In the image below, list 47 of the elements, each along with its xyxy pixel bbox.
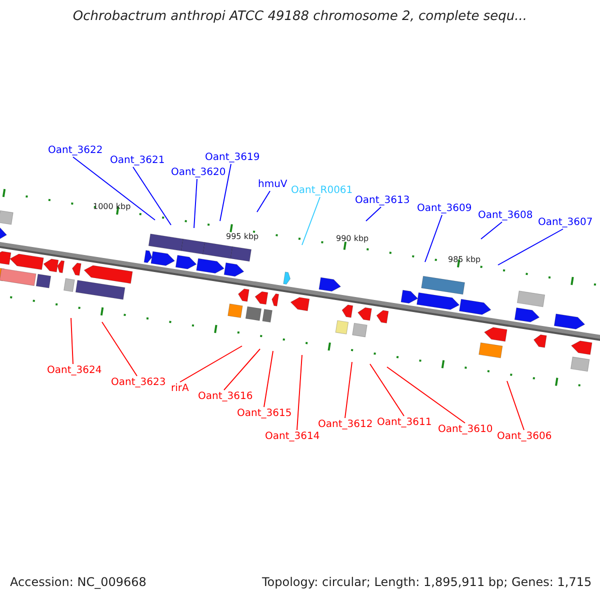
leader-line [480, 222, 502, 240]
leader-line [224, 348, 260, 390]
leader-line [70, 318, 74, 364]
leader-line [220, 164, 232, 222]
gene-label: Oant_3610 [438, 423, 493, 436]
gene-label: Oant_3609 [417, 202, 472, 215]
leader-line [180, 346, 242, 382]
leader-line [256, 190, 270, 212]
leader-line [366, 206, 382, 222]
leader-line [194, 178, 198, 228]
gene-label: Oant_3614 [265, 430, 320, 443]
scale-label: 995 kbp [226, 231, 259, 243]
scale-label: 1000 kbp [93, 201, 131, 213]
leader-line [264, 350, 274, 408]
gene-label: Oant_3606 [497, 430, 552, 443]
gene-label: Oant_3623 [111, 376, 166, 389]
gene-label: Oant_3622 [48, 144, 103, 157]
gene-label: Oant_R0061 [291, 184, 353, 197]
leader-line [302, 196, 320, 246]
gene-label: rirA [171, 382, 189, 395]
gene-label: Oant_3619 [205, 151, 260, 164]
gene-label: Oant_3611 [377, 416, 432, 429]
leader-line [344, 362, 352, 418]
scale-label: 985 kbp [448, 254, 481, 266]
gene-label: Oant_3624 [47, 364, 102, 377]
leader-line [506, 380, 524, 430]
leader-line [386, 366, 466, 424]
leader-line [498, 228, 564, 266]
leader-line [296, 354, 302, 430]
gene-label: Oant_3615 [237, 407, 292, 420]
gene-label: Oant_3608 [478, 209, 533, 222]
map-title: Ochrobactrum anthropi ATCC 49188 chromosome 2, complete sequ... [72, 10, 528, 23]
gene-label: hmuV [258, 178, 288, 191]
leader-line [72, 156, 156, 220]
accession-text: Accession: NC_009668 [10, 576, 146, 589]
gene-label: Oant_3621 [110, 154, 165, 167]
leader-line [102, 322, 138, 376]
scale-label: 990 kbp [336, 233, 369, 245]
gene-label: Oant_3607 [538, 216, 593, 229]
leader-line [132, 166, 172, 226]
summary-text: Topology: circular; Length: 1,895,911 bp; Genes: 1,715 [262, 576, 592, 589]
gene-label: Oant_3613 [355, 194, 410, 207]
gene-label: Oant_3620 [171, 166, 226, 179]
leader-line [370, 364, 404, 416]
gene-label: Oant_3612 [318, 418, 373, 431]
leader-line [424, 214, 442, 262]
gene-label: Oant_3616 [198, 390, 253, 403]
